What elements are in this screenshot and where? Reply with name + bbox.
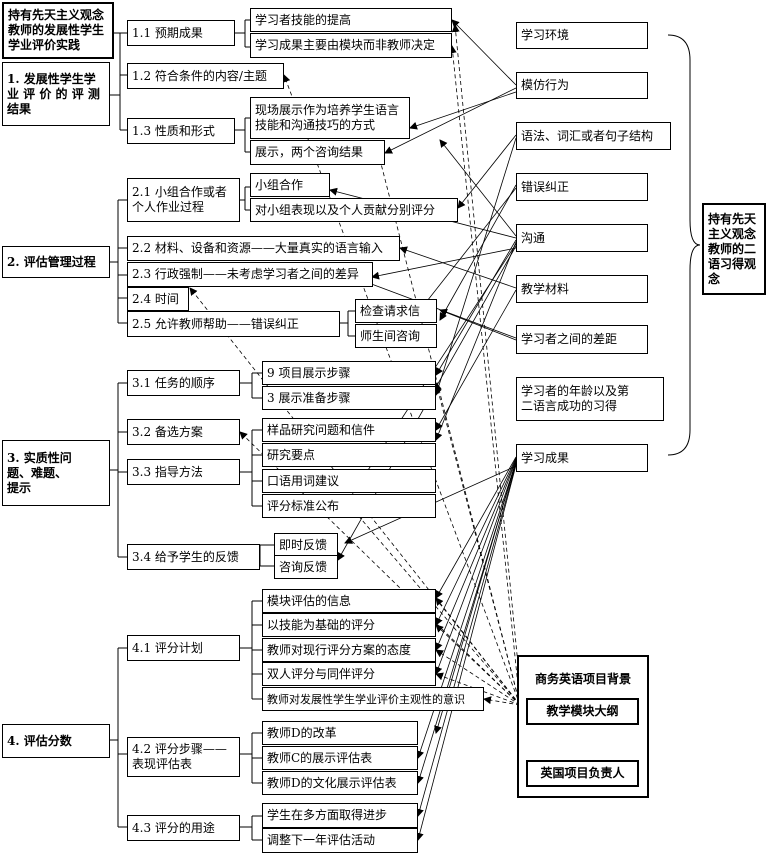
belief-9: 学习成果 [516, 444, 648, 472]
leaf-3-3b: 研究要点 [262, 443, 436, 467]
belief-8: 学习者的年龄以及第 二语言成功的习得 [516, 377, 664, 421]
category-3-box: 3. 实质性问 题、难题、 提示 [2, 440, 110, 506]
leaf-3-1b: 3 展示准备步骤 [262, 386, 436, 410]
belief-2: 模仿行为 [516, 72, 648, 99]
leaf-4-2a: 教师D的改革 [262, 721, 418, 745]
leaf-4-1c: 教师对现行评分方案的态度 [262, 638, 436, 662]
node-2-2: 2.2 材料、设备和资源——大量真实的语言输入 [127, 236, 400, 261]
leaf-4-1b: 以技能为基础的评分 [262, 613, 436, 637]
leaf-2-5a: 检查请求信 [355, 299, 437, 323]
leaf-1-1a: 学习者技能的提高 [250, 8, 452, 32]
node-4-3: 4.3 评分的用途 [127, 815, 240, 841]
background-syllabus: 教学模块大纲 [526, 698, 639, 725]
node-4-2: 4.2 评分步骤—— 表现评估表 [127, 737, 240, 777]
leaf-1-3b: 展示，两个咨询结果 [250, 140, 385, 165]
node-1-1: 1.1 预期成果 [127, 20, 235, 46]
leaf-4-2b: 教师C的展示评估表 [262, 746, 418, 770]
leaf-1-3a: 现场展示作为培养学生语言 技能和沟通技巧的方式 [250, 97, 410, 139]
node-2-4: 2.4 时间 [127, 287, 189, 311]
leaf-4-1d: 双人评分与同伴评分 [262, 662, 436, 686]
belief-6: 教学材料 [516, 275, 648, 303]
node-3-3: 3.3 指导方法 [127, 459, 240, 485]
leaf-4-1a: 模块评估的信息 [262, 589, 436, 613]
node-4-1: 4.1 评分计划 [127, 635, 240, 661]
node-3-1: 3.1 任务的顺序 [127, 370, 240, 396]
belief-7: 学习者之间的差距 [516, 325, 648, 354]
right-brace [667, 34, 701, 456]
leaf-4-2c: 教师D的文化展示评估表 [262, 771, 418, 795]
leaf-4-3a: 学生在多方面取得进步 [262, 803, 418, 828]
leaf-2-1b: 对小组表现以及个人贡献分别评分 [250, 198, 458, 222]
leaf-3-3a: 样品研究问题和信件 [262, 418, 436, 442]
node-2-1: 2.1 小组合作或者 个人作业过程 [127, 178, 240, 222]
leaf-1-1b: 学习成果主要由模块而非教师决定 [250, 33, 452, 58]
category-2-box: 2. 评估管理过程 [2, 246, 110, 278]
belief-group-label: 持有先天 主义观念 教师的二 语习得观 念 [702, 203, 766, 295]
background-uk-leader: 英国项目负责人 [526, 760, 639, 787]
leaf-3-1a: 9 项目展示步骤 [262, 361, 436, 385]
node-1-2: 1.2 符合条件的内容/主题 [127, 63, 284, 89]
leaf-3-4b: 咨询反馈 [274, 555, 338, 579]
belief-3: 语法、词汇或者句子结构 [516, 122, 671, 150]
leaf-3-3d: 评分标准公布 [262, 494, 436, 518]
leaf-2-1a: 小组合作 [250, 173, 330, 197]
background-title: 商务英语项目背景 [534, 672, 631, 686]
category-4-box: 4. 评估分数 [2, 724, 110, 758]
belief-1: 学习环境 [516, 22, 648, 49]
node-2-5: 2.5 允许教师帮助——错误纠正 [127, 311, 340, 337]
belief-4: 错误纠正 [516, 173, 648, 201]
tree-brackets [110, 19, 355, 841]
node-1-3: 1.3 性质和形式 [127, 118, 235, 144]
belief-5: 沟通 [516, 224, 648, 252]
node-3-4: 3.4 给予学生的反馈 [127, 544, 260, 570]
leaf-3-4a: 即时反馈 [274, 533, 338, 557]
node-3-2: 3.2 备选方案 [127, 419, 240, 445]
leaf-2-5b: 师生间咨询 [355, 324, 437, 348]
leaf-4-3b: 调整下一年评估活动 [262, 828, 418, 853]
root-title: 持有先天主义观念 教师的发展性学生 学业评价实践 [2, 2, 114, 59]
category-1-box: 1. 发展性学生学 业 评 价 的 评 测 结果 [2, 62, 110, 126]
node-2-3: 2.3 行政强制——未考虑学习者之间的差异 [127, 262, 373, 287]
leaf-3-3c: 口语用词建议 [262, 469, 436, 493]
leaf-4-1e: 教师对发展性学生学业评价主观性的意识 [262, 687, 484, 711]
